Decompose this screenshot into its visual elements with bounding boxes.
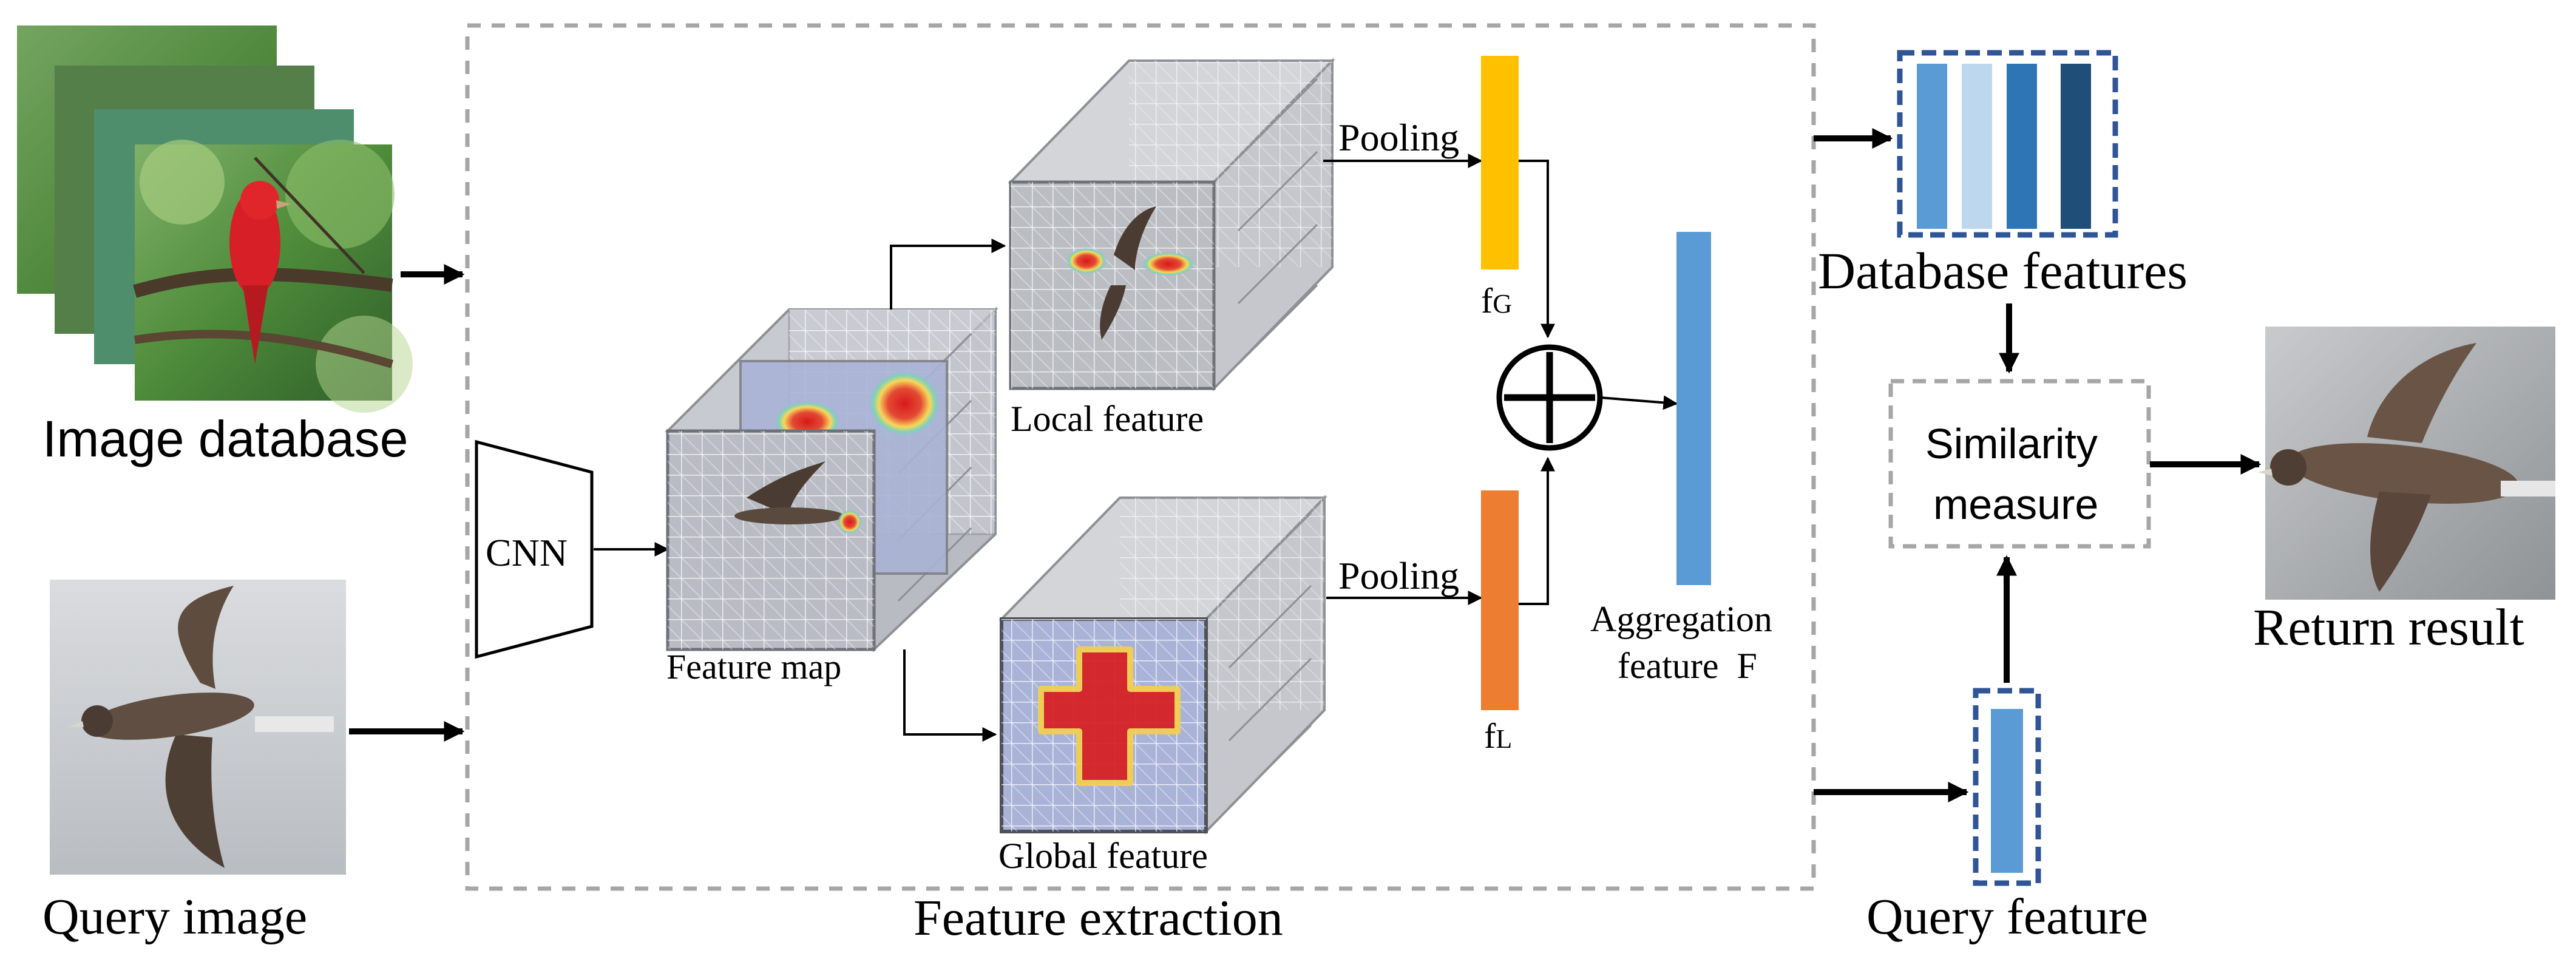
bird-photo <box>133 140 413 413</box>
return-result-label: Return result <box>2253 598 2524 656</box>
db-feature-bar-2 <box>1962 64 1992 229</box>
local-feature-cube <box>1008 58 1335 391</box>
fg-label: fG <box>1481 281 1512 320</box>
global-feature-cube <box>998 495 1327 835</box>
arrow-to-local-feature <box>890 239 1006 310</box>
query-feature-bar <box>1991 709 2023 873</box>
pooling-bottom-label: Pooling <box>1338 554 1459 597</box>
similarity-label-line1: Similarity <box>1925 420 2098 467</box>
pooling-top-label: Pooling <box>1338 116 1459 159</box>
local-feature-label: Local feature <box>1011 399 1204 439</box>
global-feature-label: Global feature <box>998 836 1208 876</box>
database-features-dashed-box <box>1897 50 2118 238</box>
db-feature-bar-4 <box>2061 64 2091 229</box>
aggregation-feature-bar <box>1676 232 1711 585</box>
arrow-fl-to-sum <box>1519 456 1555 605</box>
query-feature-dashed-box <box>1973 688 2041 886</box>
cnn-block: CNN <box>475 439 594 659</box>
similarity-label-line2: measure <box>1933 481 2098 528</box>
albatross-photo <box>2258 327 2555 600</box>
fl-label: fL <box>1484 716 1512 756</box>
arrow-to-global-feature <box>903 649 997 742</box>
query-feature-label: Query feature <box>1866 889 2148 945</box>
circled-plus-icon <box>1496 344 1603 451</box>
albatross-photo <box>50 580 346 875</box>
db-feature-bar-3 <box>2007 64 2037 229</box>
aggregation-label-line2: feature F <box>1618 646 1757 686</box>
fg-bar <box>1481 56 1519 269</box>
feature-map-label: Feature map <box>666 647 841 686</box>
query-image <box>50 580 346 875</box>
cnn-label: CNN <box>486 531 568 574</box>
query-feature-block <box>1973 688 2041 886</box>
feature-map-cube <box>665 307 998 652</box>
db-feature-bar-1 <box>1917 64 1947 229</box>
image-database-label: Image database <box>42 410 408 467</box>
arrow-fg-to-sum <box>1519 160 1555 339</box>
image-database-stack <box>17 25 413 413</box>
fl-bar <box>1481 490 1519 710</box>
feature-extraction-label: Feature extraction <box>913 890 1283 946</box>
query-image-label: Query image <box>42 889 307 945</box>
feature-extraction-box <box>465 23 1816 891</box>
aggregation-label-line1: Aggregation <box>1590 599 1772 639</box>
database-features-label: Database features <box>1818 242 2188 300</box>
database-features-block <box>1897 50 2118 238</box>
arrow-sum-to-aggregation <box>1599 395 1678 410</box>
similarity-measure-box: Similarity measure <box>1888 379 2151 549</box>
